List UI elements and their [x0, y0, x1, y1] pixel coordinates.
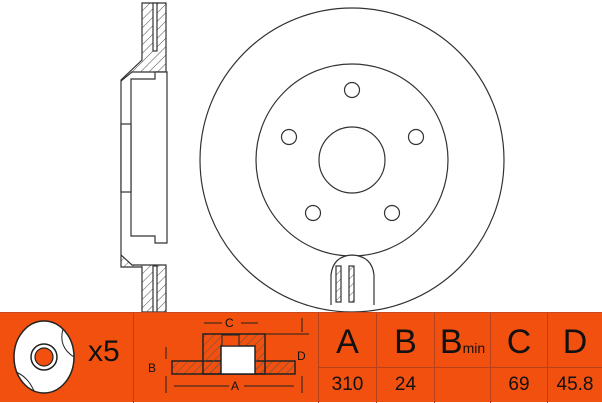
spec-header-d: D: [548, 317, 602, 368]
spec-header-c: C: [491, 317, 547, 368]
disc-icon-cell: x5: [0, 313, 133, 403]
spec-col-bmin: Bmin: [434, 313, 490, 403]
spec-band: x5 C D B A A 310 B 24 Bmin C: [0, 312, 602, 403]
spec-header-bmin: Bmin: [435, 317, 490, 368]
disc-cross-section: [120, 2, 168, 312]
spec-value-bmin: [435, 368, 490, 402]
spec-header-b: B: [377, 317, 434, 368]
quantity-label: x5: [88, 335, 120, 368]
bolt-hole: [383, 204, 401, 222]
bolt-hole: [343, 81, 361, 99]
label-d: D: [297, 349, 306, 363]
spec-col-a: A 310: [318, 313, 376, 403]
dimension-diagram-cell: C D B A: [133, 313, 318, 403]
label-a: A: [231, 379, 240, 393]
spec-col-b: B 24: [376, 313, 434, 403]
spec-col-c: C 69: [490, 313, 547, 403]
disc-icon: [13, 320, 75, 394]
spec-value-b: 24: [394, 374, 417, 395]
dimension-diagram: [165, 318, 309, 393]
bolt-hole: [407, 128, 425, 146]
spec-value-c: 69: [508, 374, 530, 395]
vent-slot: [335, 265, 342, 303]
bolt-hole: [280, 128, 298, 146]
vent-slot: [348, 265, 355, 303]
label-c: C: [225, 316, 234, 330]
disc-front-view: [199, 7, 505, 312]
spec-header-bmin-sub: min: [462, 340, 486, 356]
bolt-hole: [304, 204, 322, 222]
disc-outer-edge: [199, 7, 505, 312]
spec-header-a: A: [319, 317, 376, 368]
spec-value-a: 310: [331, 374, 364, 395]
disc-drawing: [120, 2, 505, 312]
spec-header-bmin-main: B: [439, 323, 463, 361]
center-bore: [318, 126, 386, 194]
hat-edge: [255, 63, 449, 257]
spec-col-d: D 45.8: [547, 313, 602, 403]
spec-value-d: 45.8: [556, 374, 594, 395]
label-b: B: [148, 361, 157, 375]
